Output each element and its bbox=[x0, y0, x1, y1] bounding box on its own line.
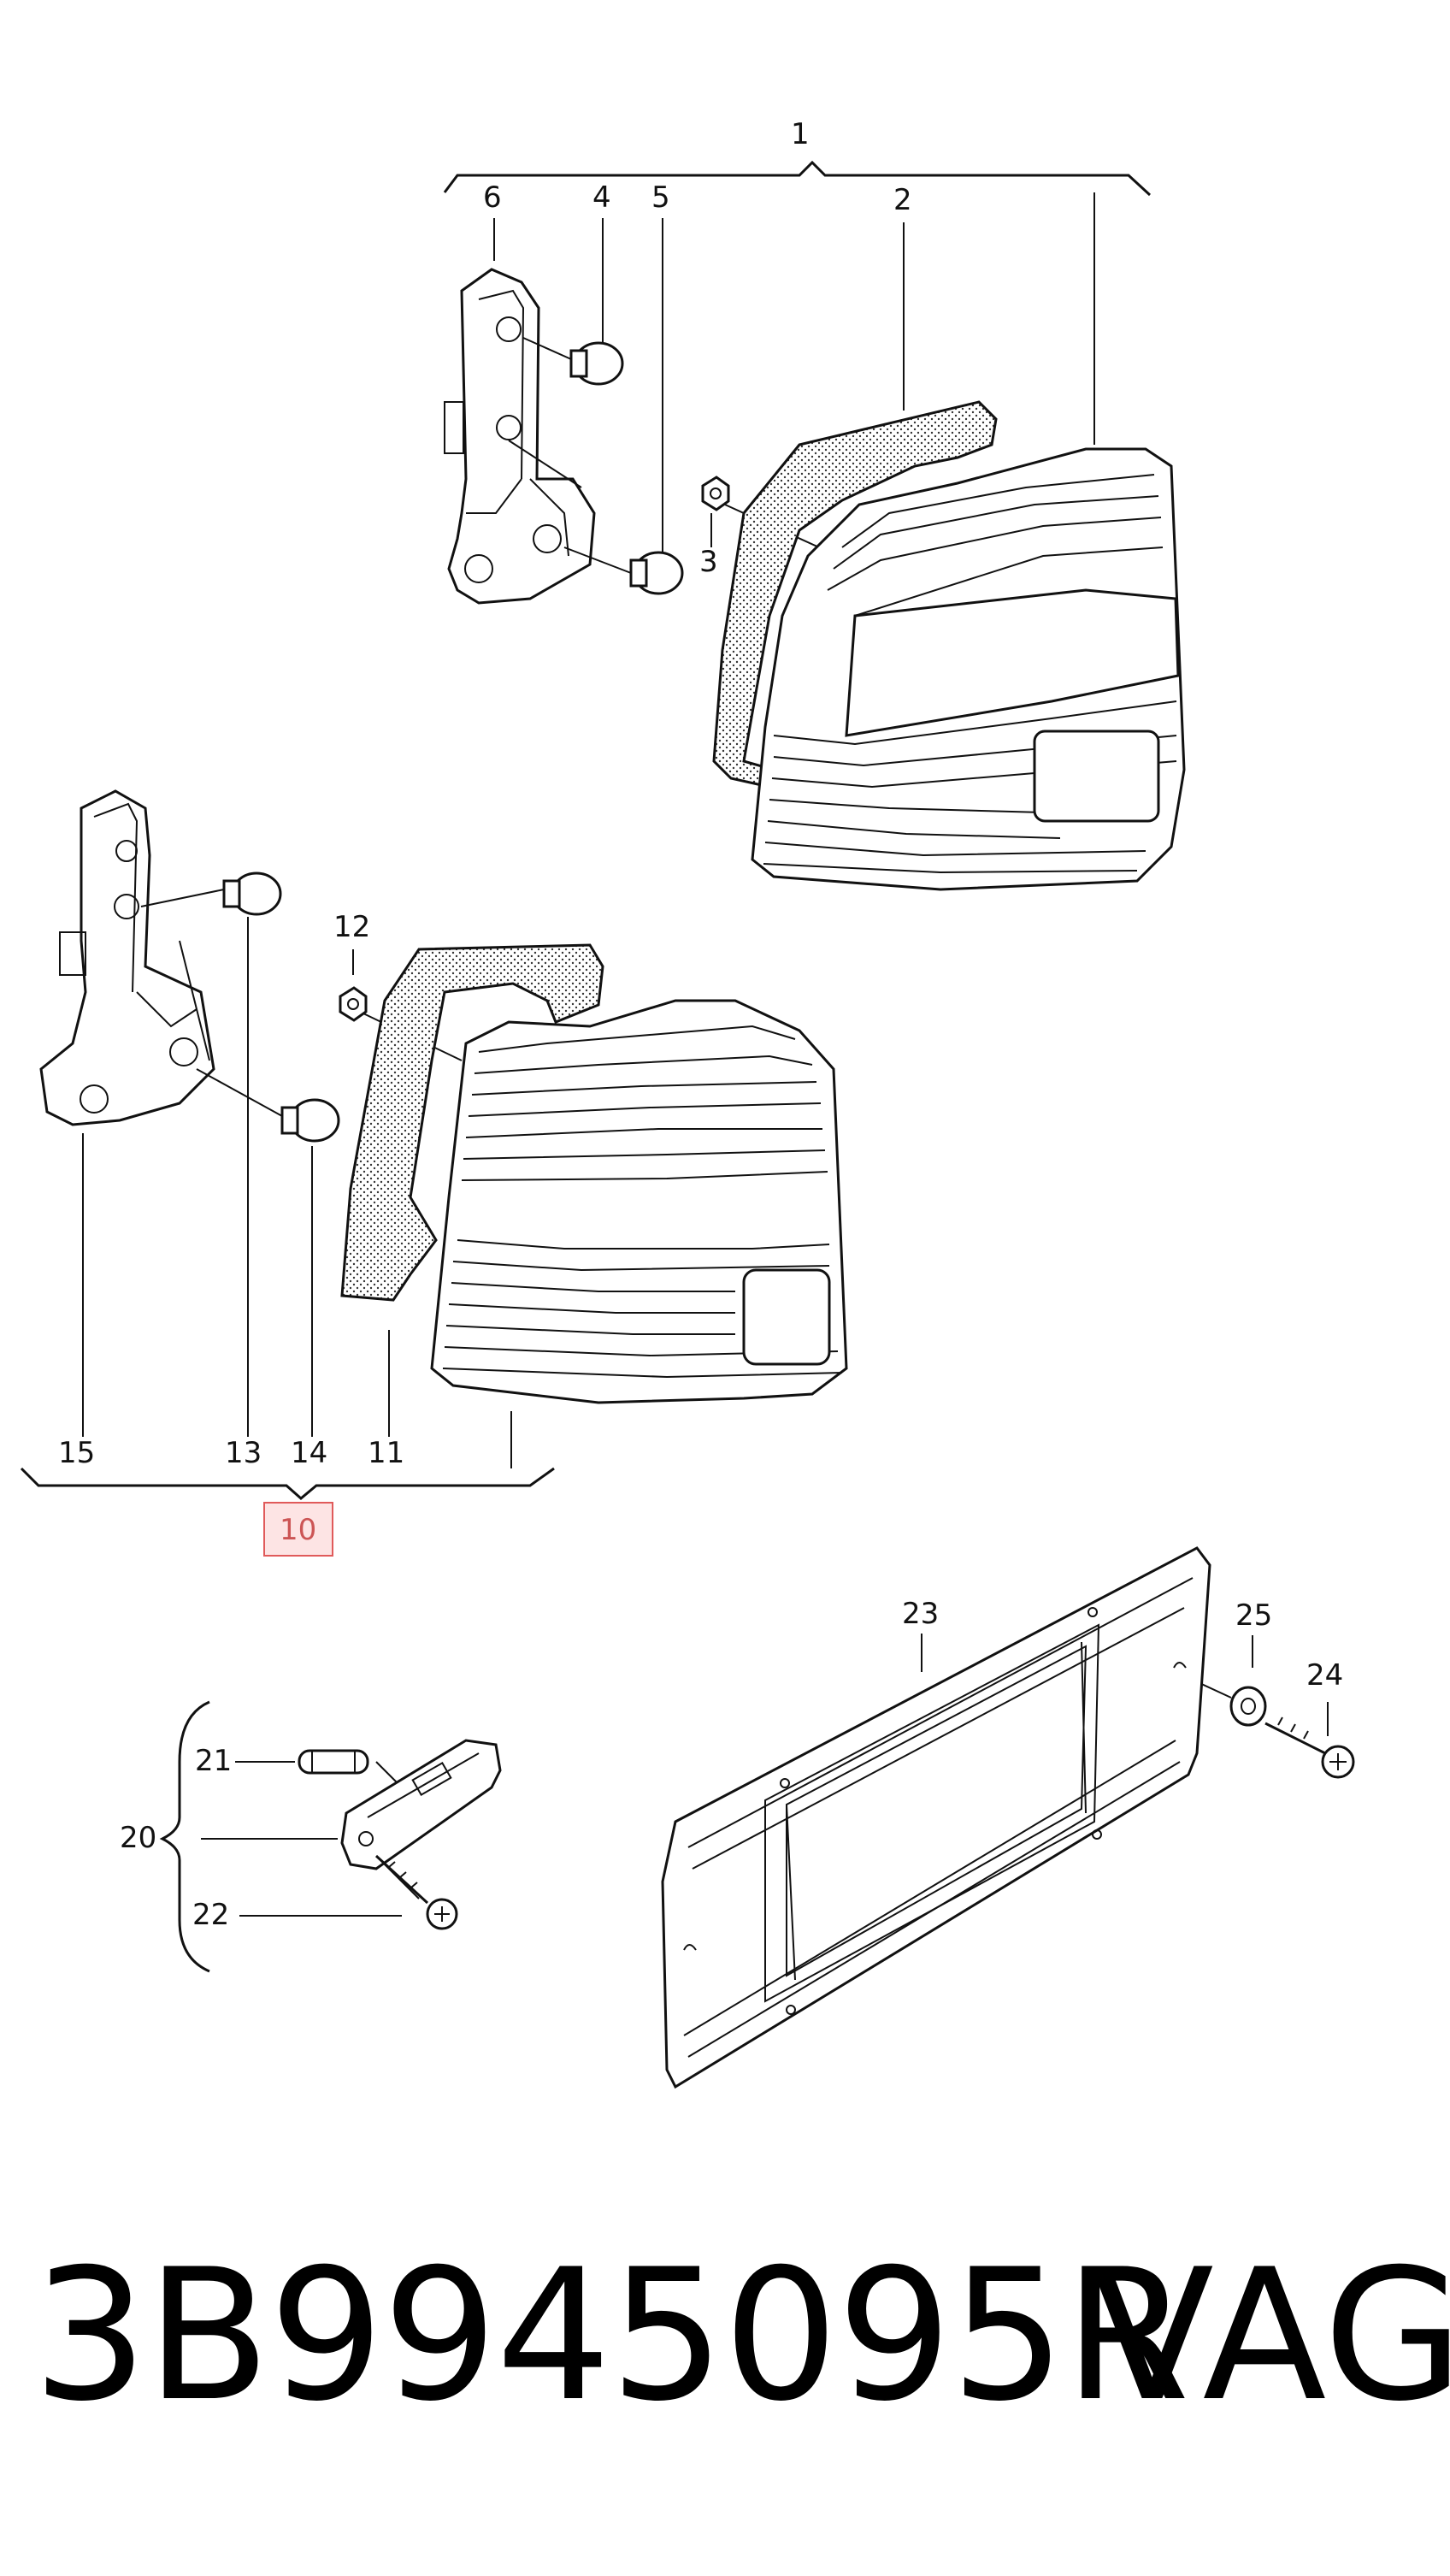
gasket-11 bbox=[340, 943, 604, 1302]
callout-3: 3 bbox=[699, 545, 718, 579]
callout-22: 22 bbox=[192, 1898, 229, 1932]
callout-21: 21 bbox=[195, 1744, 232, 1778]
callout-23: 23 bbox=[902, 1597, 939, 1631]
bulb-5 bbox=[508, 440, 684, 595]
washer-25 bbox=[1229, 1686, 1267, 1727]
leader-lines-lower-left bbox=[201, 1761, 420, 1917]
callout-15: 15 bbox=[58, 1436, 95, 1470]
bulb-4 bbox=[522, 337, 624, 386]
part-number: 3B9945095R bbox=[32, 2230, 1190, 2441]
nut-3 bbox=[701, 476, 730, 511]
callout-12: 12 bbox=[333, 910, 370, 944]
callout-2: 2 bbox=[893, 183, 912, 217]
brand-name: VAG bbox=[1090, 2230, 1450, 2441]
callout-1: 1 bbox=[791, 117, 810, 151]
gasket-2 bbox=[712, 400, 998, 789]
callout-13: 13 bbox=[225, 1436, 262, 1470]
callout-24: 24 bbox=[1306, 1658, 1343, 1693]
screw-22 bbox=[374, 1854, 458, 1930]
bulb-13 bbox=[140, 871, 282, 916]
bulb-21 bbox=[298, 1749, 369, 1775]
nut-12 bbox=[339, 986, 368, 1022]
tail-lamp-middle bbox=[430, 999, 848, 1404]
tail-lamp-top bbox=[751, 447, 1186, 891]
callout-11: 11 bbox=[368, 1436, 404, 1470]
bulb-14 bbox=[179, 940, 340, 1143]
callout-10-highlight bbox=[263, 1502, 333, 1557]
license-lamp-20 bbox=[340, 1739, 502, 1870]
callout-4: 4 bbox=[592, 180, 611, 215]
assembly-1-bracket bbox=[443, 160, 1152, 197]
callout-10: 10 bbox=[280, 1513, 316, 1547]
assembly-10-bracket bbox=[20, 1467, 555, 1500]
callout-6: 6 bbox=[483, 180, 502, 215]
callout-5: 5 bbox=[651, 180, 670, 215]
bulb-holder-6 bbox=[444, 268, 596, 605]
callout-25: 25 bbox=[1235, 1598, 1272, 1633]
callout-14: 14 bbox=[291, 1436, 327, 1470]
license-plate-panel-23 bbox=[661, 1546, 1211, 2089]
bulb-holder-15 bbox=[39, 789, 215, 1126]
screw-24 bbox=[1264, 1716, 1355, 1779]
assembly-20-bracket bbox=[159, 1700, 210, 1973]
callout-20: 20 bbox=[120, 1821, 156, 1855]
